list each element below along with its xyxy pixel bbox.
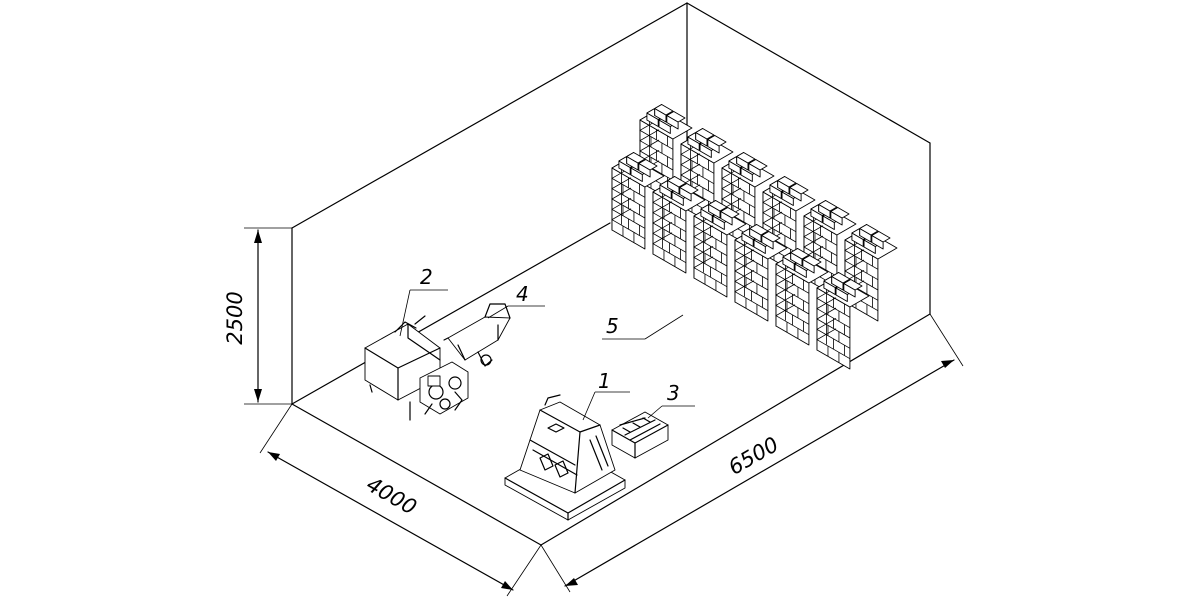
brick-pallet [721, 152, 775, 250]
brick-pallet [844, 224, 898, 322]
height-dimension-label: 2500 [223, 291, 247, 344]
brick-pallet [611, 152, 665, 250]
brick-pallet [775, 248, 829, 346]
callouts: 1 2 3 4 5 [399, 265, 695, 421]
brick-stack [611, 104, 898, 370]
concrete-mixer [364, 315, 469, 421]
callout-label-3: 3 [667, 381, 680, 405]
brick-pallet [816, 272, 870, 370]
wheelbarrow [443, 303, 511, 367]
block-making-machine [504, 394, 626, 521]
width-dimension-label: 4000 [362, 472, 420, 520]
length-dimension-label: 6500 [724, 432, 782, 480]
callout-label-4: 4 [516, 282, 529, 306]
brick-pallet [652, 176, 706, 274]
room-outline [291, 2, 931, 546]
callout-label-2: 2 [420, 265, 433, 289]
brick-pallet [693, 200, 747, 298]
width-dimension: 4000 [259, 403, 542, 597]
block-pallet [611, 411, 669, 459]
callout-label-1: 1 [598, 369, 611, 393]
height-dimension: 2500 [223, 227, 292, 405]
brick-pallet [734, 224, 788, 322]
callout-label-5: 5 [606, 314, 619, 338]
